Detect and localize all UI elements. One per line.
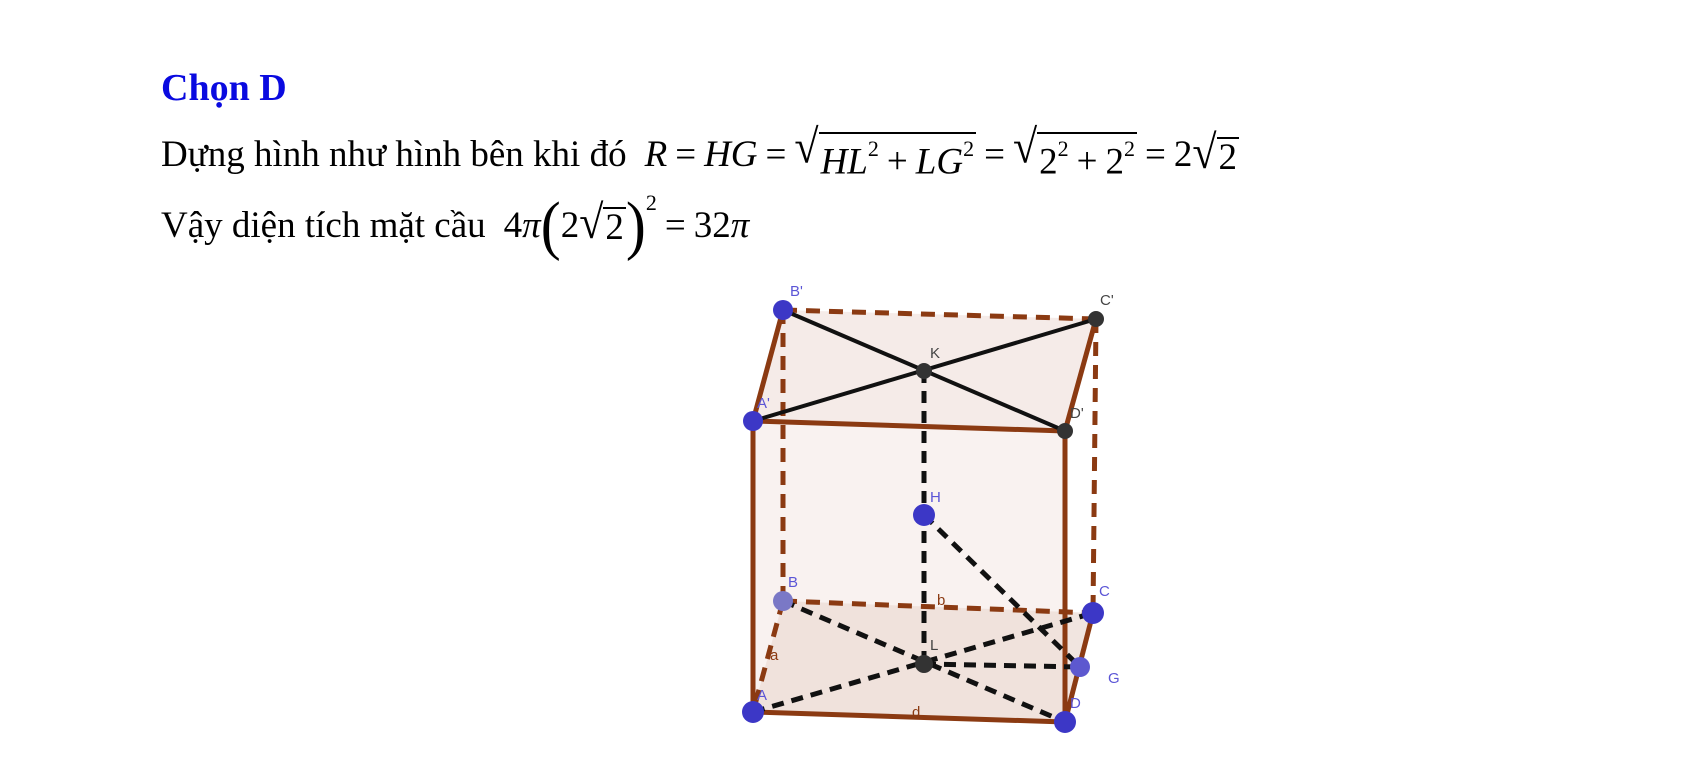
point-g bbox=[1070, 657, 1090, 677]
point-c-prime bbox=[1088, 311, 1104, 327]
svg-text:B': B' bbox=[790, 283, 803, 300]
point-labels: B' C' K A' D' H B C b L G a A D d bbox=[757, 283, 1120, 721]
point-d bbox=[1054, 711, 1076, 733]
svg-text:D': D' bbox=[1070, 405, 1084, 422]
point-l bbox=[915, 655, 933, 673]
point-d-prime bbox=[1057, 423, 1073, 439]
points bbox=[742, 300, 1104, 733]
svg-text:D: D bbox=[1070, 695, 1081, 712]
point-a bbox=[742, 701, 764, 723]
svg-text:d: d bbox=[912, 704, 920, 721]
svg-text:H: H bbox=[930, 489, 941, 506]
point-b-prime bbox=[773, 300, 793, 320]
svg-text:L: L bbox=[930, 637, 938, 654]
prism-figure: B' C' K A' D' H B C b L G a A D d bbox=[742, 283, 1120, 733]
line-radius: Dựng hình như hình bên khi đó R = HG = √… bbox=[161, 120, 1239, 183]
point-c bbox=[1082, 602, 1104, 624]
point-k bbox=[916, 363, 932, 379]
sqrt-2-2: √ 22+22 bbox=[1012, 120, 1137, 183]
svg-text:A: A bbox=[757, 687, 767, 704]
sqrt-hl-lg: √ HL2+LG2 bbox=[794, 120, 977, 183]
svg-text:b: b bbox=[937, 592, 945, 609]
svg-text:K: K bbox=[930, 345, 940, 362]
radius-formula: R = HG = √ HL2+LG2 = √ 22+22 = 2 √ 2 bbox=[644, 120, 1239, 183]
svg-text:B: B bbox=[788, 574, 798, 591]
svg-text:C': C' bbox=[1100, 292, 1114, 309]
hidden-edges bbox=[750, 307, 1099, 713]
svg-text:A': A' bbox=[757, 395, 770, 412]
line-area-text: Vậy diện tích mặt cầu bbox=[161, 204, 486, 246]
visible-edges bbox=[750, 309, 1099, 725]
svg-text:G: G bbox=[1108, 670, 1120, 687]
point-a-prime bbox=[743, 411, 763, 431]
svg-text:a: a bbox=[770, 647, 779, 664]
svg-text:C: C bbox=[1099, 583, 1110, 600]
point-b bbox=[773, 591, 793, 611]
point-h bbox=[913, 504, 935, 526]
sqrt-result: √ 2 bbox=[1192, 125, 1239, 179]
answer-heading: Chọn D bbox=[161, 67, 287, 109]
line-radius-text: Dựng hình như hình bên khi đó bbox=[161, 134, 627, 176]
